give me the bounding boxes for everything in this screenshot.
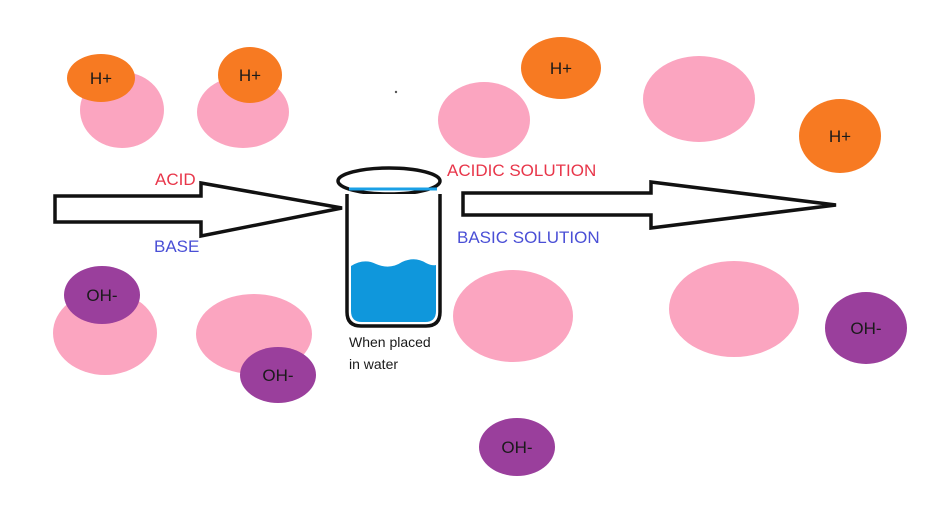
ion-label: OH- bbox=[850, 319, 881, 338]
basic-solution-label: BASIC SOLUTION bbox=[457, 228, 600, 247]
ion-label: OH- bbox=[86, 286, 117, 305]
molecule-blob bbox=[453, 270, 573, 362]
output-arrow bbox=[461, 180, 837, 230]
stray-dot bbox=[394, 90, 398, 94]
ion-label: H+ bbox=[239, 66, 261, 85]
hydroxide-ion: OH- bbox=[479, 418, 555, 476]
hydrogen-ion: H+ bbox=[67, 54, 135, 102]
water bbox=[351, 259, 436, 322]
input-arrow bbox=[53, 180, 343, 239]
molecule-blob bbox=[438, 82, 530, 158]
caption-line-1: When placed bbox=[349, 334, 431, 350]
hydroxide-ion: OH- bbox=[825, 292, 907, 364]
beaker bbox=[336, 166, 442, 328]
ion-label: H+ bbox=[550, 59, 572, 78]
hydrogen-ion: H+ bbox=[218, 47, 282, 103]
acid-label: ACID bbox=[155, 170, 196, 189]
ion-label: H+ bbox=[829, 127, 851, 146]
hydrogen-ion: H+ bbox=[521, 37, 601, 99]
acidic-solution-label: ACIDIC SOLUTION bbox=[447, 161, 596, 180]
ion-label: OH- bbox=[501, 438, 532, 457]
molecule-blob bbox=[643, 56, 755, 142]
base-label: BASE bbox=[154, 237, 199, 256]
ion-label: OH- bbox=[262, 366, 293, 385]
hydrogen-ion: H+ bbox=[799, 99, 881, 173]
ion-label: H+ bbox=[90, 69, 112, 88]
molecule-blob bbox=[669, 261, 799, 357]
hydroxide-ion: OH- bbox=[64, 266, 140, 324]
hydroxide-ion: OH- bbox=[240, 347, 316, 403]
caption-line-2: in water bbox=[349, 356, 398, 372]
